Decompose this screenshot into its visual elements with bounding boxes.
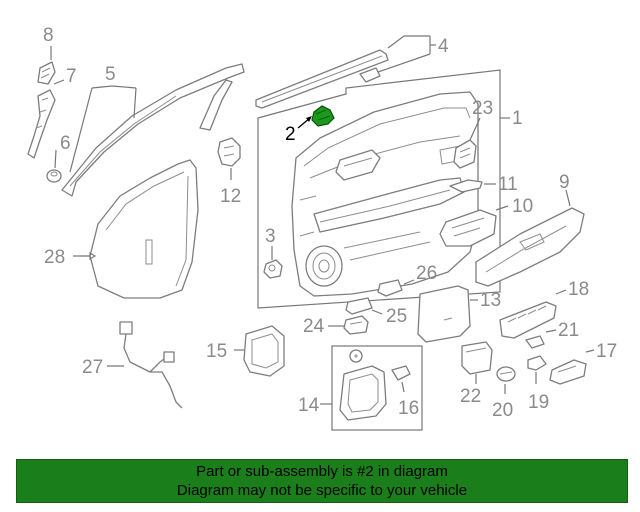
part-1-door-panel-assembly [257,69,510,309]
part-22-module [461,341,493,384]
label-10: 10 [512,196,533,217]
part-28-water-shield [73,159,199,299]
label-3: 3 [265,226,276,247]
label-18: 18 [568,279,589,300]
banner-line-1: Part or sub-assembly is #2 in diagram [196,463,448,480]
part-13-panel [417,285,478,343]
label-14: 14 [298,395,320,416]
label-27: 27 [82,357,103,378]
label-25: 25 [386,306,407,327]
part-26-cap [377,279,415,297]
label-1: 1 [512,108,523,129]
label-11: 11 [498,174,518,195]
label-19: 19 [528,392,549,413]
part-14-handle-bezel [320,345,423,431]
part-5-window-sash [61,63,245,197]
part-15-speaker [234,325,285,377]
info-banner: Part or sub-assembly is #2 in diagram Di… [16,459,628,503]
label-4: 4 [438,36,449,57]
part-25-cap [345,297,383,315]
part-17-switch [549,349,595,385]
part-23-switch [453,117,481,169]
part-6-fastener [46,149,62,183]
part-24-clip [328,315,369,335]
label-23: 23 [472,98,493,119]
label-2: 2 [285,124,296,145]
part-4-belt-molding [255,35,436,109]
part-2-highlighted [297,105,335,129]
label-17: 17 [596,341,617,362]
part-10-bracket [439,205,509,247]
part-9-armrest-trim [475,189,585,287]
label-21: 21 [558,320,579,341]
label-15: 15 [206,341,227,362]
label-12: 12 [220,186,241,207]
label-9: 9 [559,172,570,193]
part-16-cap [391,365,411,393]
banner-line-2: Diagram may not be specific to your vehi… [176,482,468,499]
label-7: 7 [66,66,77,87]
part-12-bracket [217,137,241,180]
part-3-clip [263,246,283,279]
label-8: 8 [43,25,54,46]
part-18-switch-panel [499,289,567,339]
label-26: 26 [416,263,437,284]
part-19-switch [527,355,547,384]
part-7-bracket [27,79,65,159]
part-21-switch [525,329,557,349]
part-27-wire-harness [107,321,183,409]
label-24: 24 [303,316,325,337]
label-22: 22 [460,386,481,407]
label-5: 5 [105,64,116,85]
label-28: 28 [44,247,65,268]
part-8-clip [37,46,56,85]
label-16: 16 [398,398,419,419]
label-13: 13 [480,290,501,311]
part-11-strip [449,179,496,193]
label-6: 6 [60,133,71,154]
part-20-button [496,366,516,394]
label-20: 20 [492,400,513,421]
